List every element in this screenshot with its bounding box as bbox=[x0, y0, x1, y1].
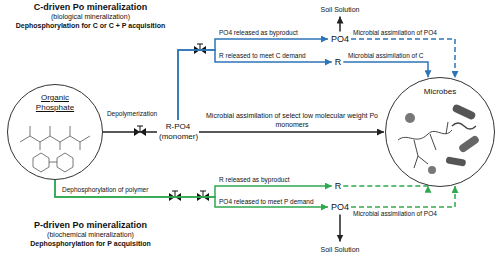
flow-arrow bbox=[199, 131, 384, 133]
edge-label: Microbial assimilation of PO4 bbox=[353, 210, 453, 219]
phosphate-node: PO4 bbox=[329, 200, 351, 215]
flow-arrow bbox=[343, 185, 428, 187]
organic-phosphate-circle: Organic Phosphate bbox=[7, 84, 103, 180]
flow-arrow bbox=[351, 186, 455, 207]
microbes-circle: Microbes bbox=[385, 77, 495, 187]
valve-symbol bbox=[134, 126, 146, 136]
section-note: Dephosphorylation for P acquisition bbox=[3, 240, 178, 249]
bacterium-rod bbox=[458, 134, 481, 153]
flow-arrow bbox=[103, 131, 157, 133]
microbe-sketch bbox=[398, 103, 480, 174]
valve-symbol bbox=[197, 191, 209, 201]
valve-handle bbox=[172, 191, 178, 197]
section-title: P-driven Po mineralization bbox=[3, 220, 178, 231]
edge-label: Microbial assimilation of C bbox=[348, 52, 426, 61]
node-text: R bbox=[335, 57, 342, 68]
valve-symbol bbox=[169, 191, 181, 201]
flow-arrow bbox=[178, 50, 332, 120]
section-subtitle: (biological mineralization) bbox=[3, 13, 178, 22]
node-text: Soil Solution bbox=[321, 5, 360, 14]
valve-handle bbox=[197, 44, 203, 50]
section-title: C-driven Po mineralization bbox=[3, 2, 178, 13]
flow-arrow bbox=[55, 180, 328, 207]
section-note: Dephosphorylation for C or C + P acquisi… bbox=[3, 22, 178, 31]
soil-solution-node: Soil Solution bbox=[319, 3, 362, 16]
bacterium-rod bbox=[451, 103, 476, 120]
carbon-residue-node: R bbox=[333, 55, 344, 70]
monomer-text-node: R-PO4 (monomer) bbox=[157, 120, 199, 144]
molecule-sketch bbox=[20, 126, 90, 172]
node-text: Organic Phosphate bbox=[25, 93, 85, 113]
soil-solution-node: Soil Solution bbox=[319, 243, 362, 256]
bacterium-spiral bbox=[452, 123, 476, 129]
node-text: PO4 bbox=[331, 34, 349, 45]
section-subtitle: (biochemical mineralization) bbox=[3, 231, 178, 240]
edge-label: PO4 released as byproduct bbox=[219, 29, 329, 38]
flow-arrow bbox=[55, 180, 332, 197]
fungal-hyphae bbox=[398, 122, 452, 168]
flow-arrow bbox=[339, 17, 341, 32]
edge-label: Microbial assimilation of PO4 bbox=[353, 29, 453, 38]
edge-label: R released as byproduct bbox=[219, 176, 329, 185]
flow-arrow bbox=[178, 39, 328, 120]
molecule-chain bbox=[20, 126, 90, 150]
molecule-ring bbox=[33, 153, 73, 172]
node-text: R bbox=[335, 181, 342, 192]
process-label: Dephosphorylation of polymer bbox=[62, 186, 162, 194]
node-text: PO4 bbox=[331, 202, 349, 213]
edge-label: Depolymerization bbox=[104, 110, 160, 119]
phosphate-node: PO4 bbox=[329, 32, 351, 47]
valve-handle bbox=[137, 126, 143, 132]
edge-label: R released to meet C demand bbox=[219, 52, 329, 61]
node-text: Microbes bbox=[410, 87, 470, 97]
valve-handle bbox=[200, 191, 206, 197]
bacterium-coccus bbox=[428, 166, 436, 174]
flow-arrow bbox=[339, 215, 341, 242]
node-text: Soil Solution bbox=[321, 245, 360, 254]
valve-symbol bbox=[194, 44, 206, 54]
carbon-residue-node: R bbox=[333, 179, 344, 194]
bacterium-rod bbox=[445, 156, 466, 166]
flow-arrow bbox=[343, 62, 428, 77]
edge-label: PO4 released to meet P demand bbox=[219, 198, 329, 207]
edge-label: Microbial assimilation of select low mol… bbox=[202, 111, 382, 129]
bacterium-coccus bbox=[405, 113, 415, 123]
node-text: R-PO4 (monomer) bbox=[159, 122, 197, 142]
